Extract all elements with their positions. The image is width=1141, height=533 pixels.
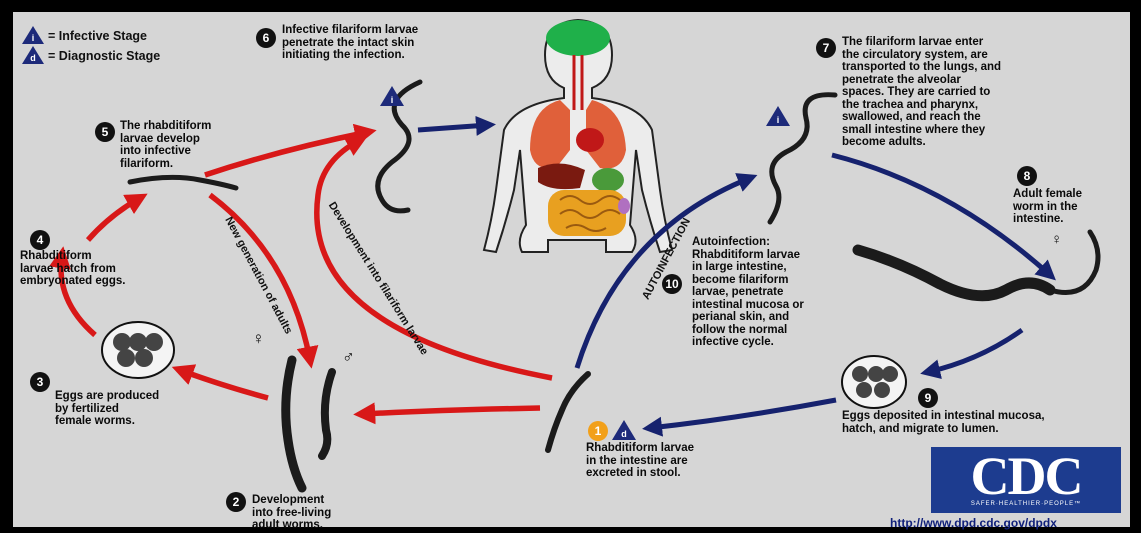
step-6-badge: 6: [256, 28, 276, 48]
bladder-shape: [618, 198, 630, 214]
triangle-7-letter: i: [777, 115, 780, 125]
adult-female-worm: [858, 250, 1050, 296]
arrow-4-to-5: [88, 198, 140, 240]
female-symbol-8: ♀: [1051, 234, 1062, 247]
female-symbol-adults: ♀: [252, 333, 265, 346]
arrow-9-to-1: [650, 400, 836, 428]
legend-diagnostic-label: = Diagnostic Stage: [48, 49, 160, 63]
step-1-badge: 1: [588, 421, 608, 441]
step-4-badge: 4: [30, 230, 50, 250]
cdc-logo: CDC SAFER·HEALTHIER·PEOPLE™: [931, 447, 1121, 513]
arrow-1-to-adults: [362, 408, 540, 414]
step-8-badge: 8: [1017, 166, 1037, 186]
rhabditiform-larva-5: [130, 177, 236, 188]
arrow-adults-to-3: [180, 370, 268, 398]
legend-infective-letter: i: [32, 33, 35, 43]
brain-shape: [546, 20, 610, 56]
human-body-figure: [484, 20, 672, 252]
step-10-badge: 10: [662, 274, 682, 294]
step-9-text: Eggs deposited in intestinal mucosa,hatc…: [842, 410, 1045, 435]
step-2-badge: 2: [226, 492, 246, 512]
step-7-badge: 7: [816, 38, 836, 58]
free-living-male-worm: [322, 372, 332, 456]
egg-cluster-3: [102, 322, 174, 378]
triangle-1-letter: d: [621, 429, 627, 439]
cdc-logo-tagline: SAFER·HEALTHIER·PEOPLE™: [931, 501, 1121, 507]
male-symbol-adults: ♂: [342, 351, 355, 364]
rhabditiform-larva-1: [548, 374, 588, 450]
cdc-logo-text: CDC: [931, 449, 1121, 503]
step-9-badge: 9: [918, 388, 938, 408]
heart-shape: [576, 128, 604, 152]
arrow-6-to-body: [418, 125, 488, 130]
step-3-badge: 3: [30, 372, 50, 392]
egg-cluster-9: [842, 356, 906, 408]
triangle-6-letter: i: [391, 95, 394, 105]
free-living-female-worm: [286, 360, 302, 488]
liver-shape: [538, 163, 585, 189]
legend-diagnostic-letter: d: [30, 53, 36, 63]
stomach-shape: [592, 168, 624, 192]
legend-infective-label: = Infective Stage: [48, 29, 147, 43]
source-url[interactable]: http://www.dpd.cdc.gov/dpdx: [890, 516, 1057, 530]
arrow-8-to-9: [928, 330, 1022, 372]
step-5-badge: 5: [95, 122, 115, 142]
